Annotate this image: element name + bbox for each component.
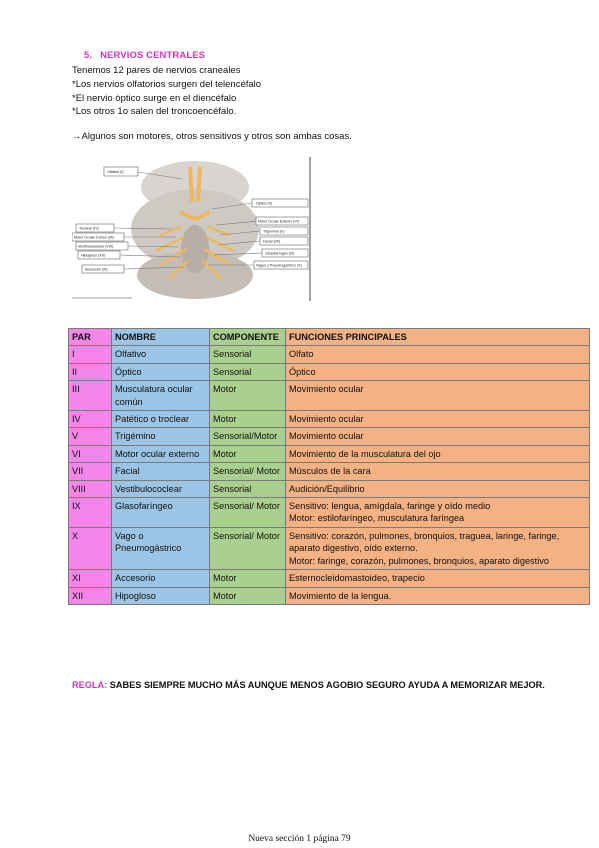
optic-chiasm (179, 210, 211, 222)
cranial-nerves-table: PAR NOMBRE COMPONENTE FUNCIONES PRINCIPA… (68, 327, 590, 605)
cell-funciones: Músculos de la cara (285, 462, 590, 481)
note-text: →Algunos son motores, otros sensitivos y… (72, 131, 352, 142)
cell-componente: Motor (209, 380, 286, 412)
cell-componente: Motor (209, 586, 286, 605)
cell-funciones: Esternocleidomastoideo, trapecio (285, 569, 590, 588)
intro-line: *El nervio óptico surge en el diencéfalo (72, 92, 237, 104)
cell-funciones: Movimiento ocular (285, 427, 590, 446)
cell-componente: Motor (209, 569, 286, 588)
cell-nombre: Facial (111, 462, 210, 481)
rule-label: REGLA: (72, 680, 108, 690)
header-componente: COMPONENTE (209, 327, 286, 347)
cell-par: VIII (68, 479, 112, 499)
section-number: 5. (84, 50, 93, 61)
cell-par: X (68, 526, 112, 571)
label-olfativo: Olfativo (I) (107, 170, 124, 174)
label-troclear: Troclear (IV) (79, 227, 99, 231)
cell-nombre: Musculatura ocular común (111, 380, 210, 412)
header-funciones: FUNCIONES PRINCIPALES (285, 327, 590, 347)
cell-par: IX (68, 497, 112, 528)
cell-nombre: Vestibulococlear (111, 479, 210, 499)
cell-par: XII (68, 586, 112, 605)
cell-par: I (68, 345, 112, 364)
label-vago: Vagus o Pneumogastrico (X) (256, 264, 302, 268)
cell-funciones: Sensitivo: lengua, amígdala, faringe y o… (285, 497, 590, 528)
label-vestibulococlear: Vestibulococlear (VIII) (78, 245, 113, 249)
cell-componente: Sensorial/ Motor (209, 526, 286, 571)
cell-par: VI (68, 444, 112, 464)
brain-diagram: Olfativo (I) Troclear (IV) Motor Ocular … (72, 157, 316, 301)
cell-nombre: Accesorio (111, 569, 210, 588)
cell-nombre: Hipogloso (111, 586, 210, 605)
label-motor-ocular-externo: Motor Ocular Externo (VI) (258, 220, 299, 224)
label-glosofaringeo: Glosofaríngeo (IX) (265, 252, 294, 256)
label-optico: Óptico (II) (256, 201, 272, 206)
cell-componente: Sensorial (209, 362, 286, 382)
table-header-row: PAR NOMBRE COMPONENTE FUNCIONES PRINCIPA… (68, 327, 590, 347)
rule-text: SABES SIEMPRE MUCHO MÁS AUNQUE MENOS AGO… (109, 680, 545, 690)
label-accesorio: Accesorio (XI) (85, 268, 108, 272)
olfactory-nerves (188, 166, 202, 203)
cell-par: II (68, 362, 112, 382)
cell-nombre: Glasofaríngeo (111, 497, 210, 528)
header-par: PAR (68, 327, 112, 347)
cell-par: III (68, 380, 112, 412)
cell-funciones: Óptico (285, 362, 590, 382)
label-facial: Facial (VII) (263, 240, 280, 244)
cell-nombre: Trigémino (111, 427, 210, 446)
section-heading: 5. NERVIOS CENTRALES (84, 50, 205, 61)
cell-nombre: Patético o troclear (111, 410, 210, 429)
intro-line: *Los otros 1o salen del troncoencéfalo. (72, 106, 237, 118)
cell-funciones: Movimiento ocular (285, 410, 590, 429)
cell-nombre: Óptico (111, 362, 210, 382)
cell-componente: Sensorial (209, 345, 286, 364)
cell-funciones: Movimiento ocular (285, 380, 590, 412)
label-trigemino: Trigemino (V) (263, 230, 285, 234)
cell-funciones: Olfato (285, 345, 590, 364)
cell-componente: Motor (209, 444, 286, 464)
section-title: NERVIOS CENTRALES (100, 50, 206, 61)
cell-componente: Sensorial/ Motor (209, 497, 286, 528)
cell-par: V (68, 427, 112, 446)
header-nombre: NOMBRE (111, 327, 210, 347)
label-hipogloso: Hipogloso (XII) (81, 254, 105, 258)
cell-componente: Sensorial/ Motor (209, 462, 286, 481)
cerebellum (137, 251, 253, 299)
cell-componente: Motor (209, 410, 286, 429)
cell-par: VII (68, 462, 112, 481)
cell-nombre: Vago o Pneumogástrico (111, 526, 210, 571)
cell-nombre: Olfativo (111, 345, 210, 364)
cell-funciones: Audición/Equilibrio (285, 479, 590, 499)
cell-funciones: Sensitivo: corazón, pulmones, bronquios,… (285, 526, 590, 571)
cell-par: IV (68, 410, 112, 429)
cell-nombre: Motor ocular externo (111, 444, 210, 464)
cell-funciones: Movimiento de la lengua. (285, 586, 590, 605)
cell-componente: Sensorial/Motor (209, 427, 286, 446)
cell-funciones: Movimiento de la musculatura del ojo (285, 444, 590, 464)
rule-note: REGLA: SABES SIEMPRE MUCHO MÁS AUNQUE ME… (72, 680, 545, 690)
label-motor-ocular-comun: Motor Ocular Comun (III) (74, 236, 114, 240)
intro-line: Tenemos 12 pares de nervios craneales (72, 65, 241, 76)
intro-text: Tenemos 12 pares de nervios craneales *L… (72, 64, 261, 119)
cell-par: XI (68, 569, 112, 588)
page-footer: Nueva sección 1 página 79 (248, 834, 351, 844)
cell-componente: Sensorial (209, 479, 286, 499)
intro-line: *Los nervios olfatorios surgen del telen… (72, 78, 262, 90)
